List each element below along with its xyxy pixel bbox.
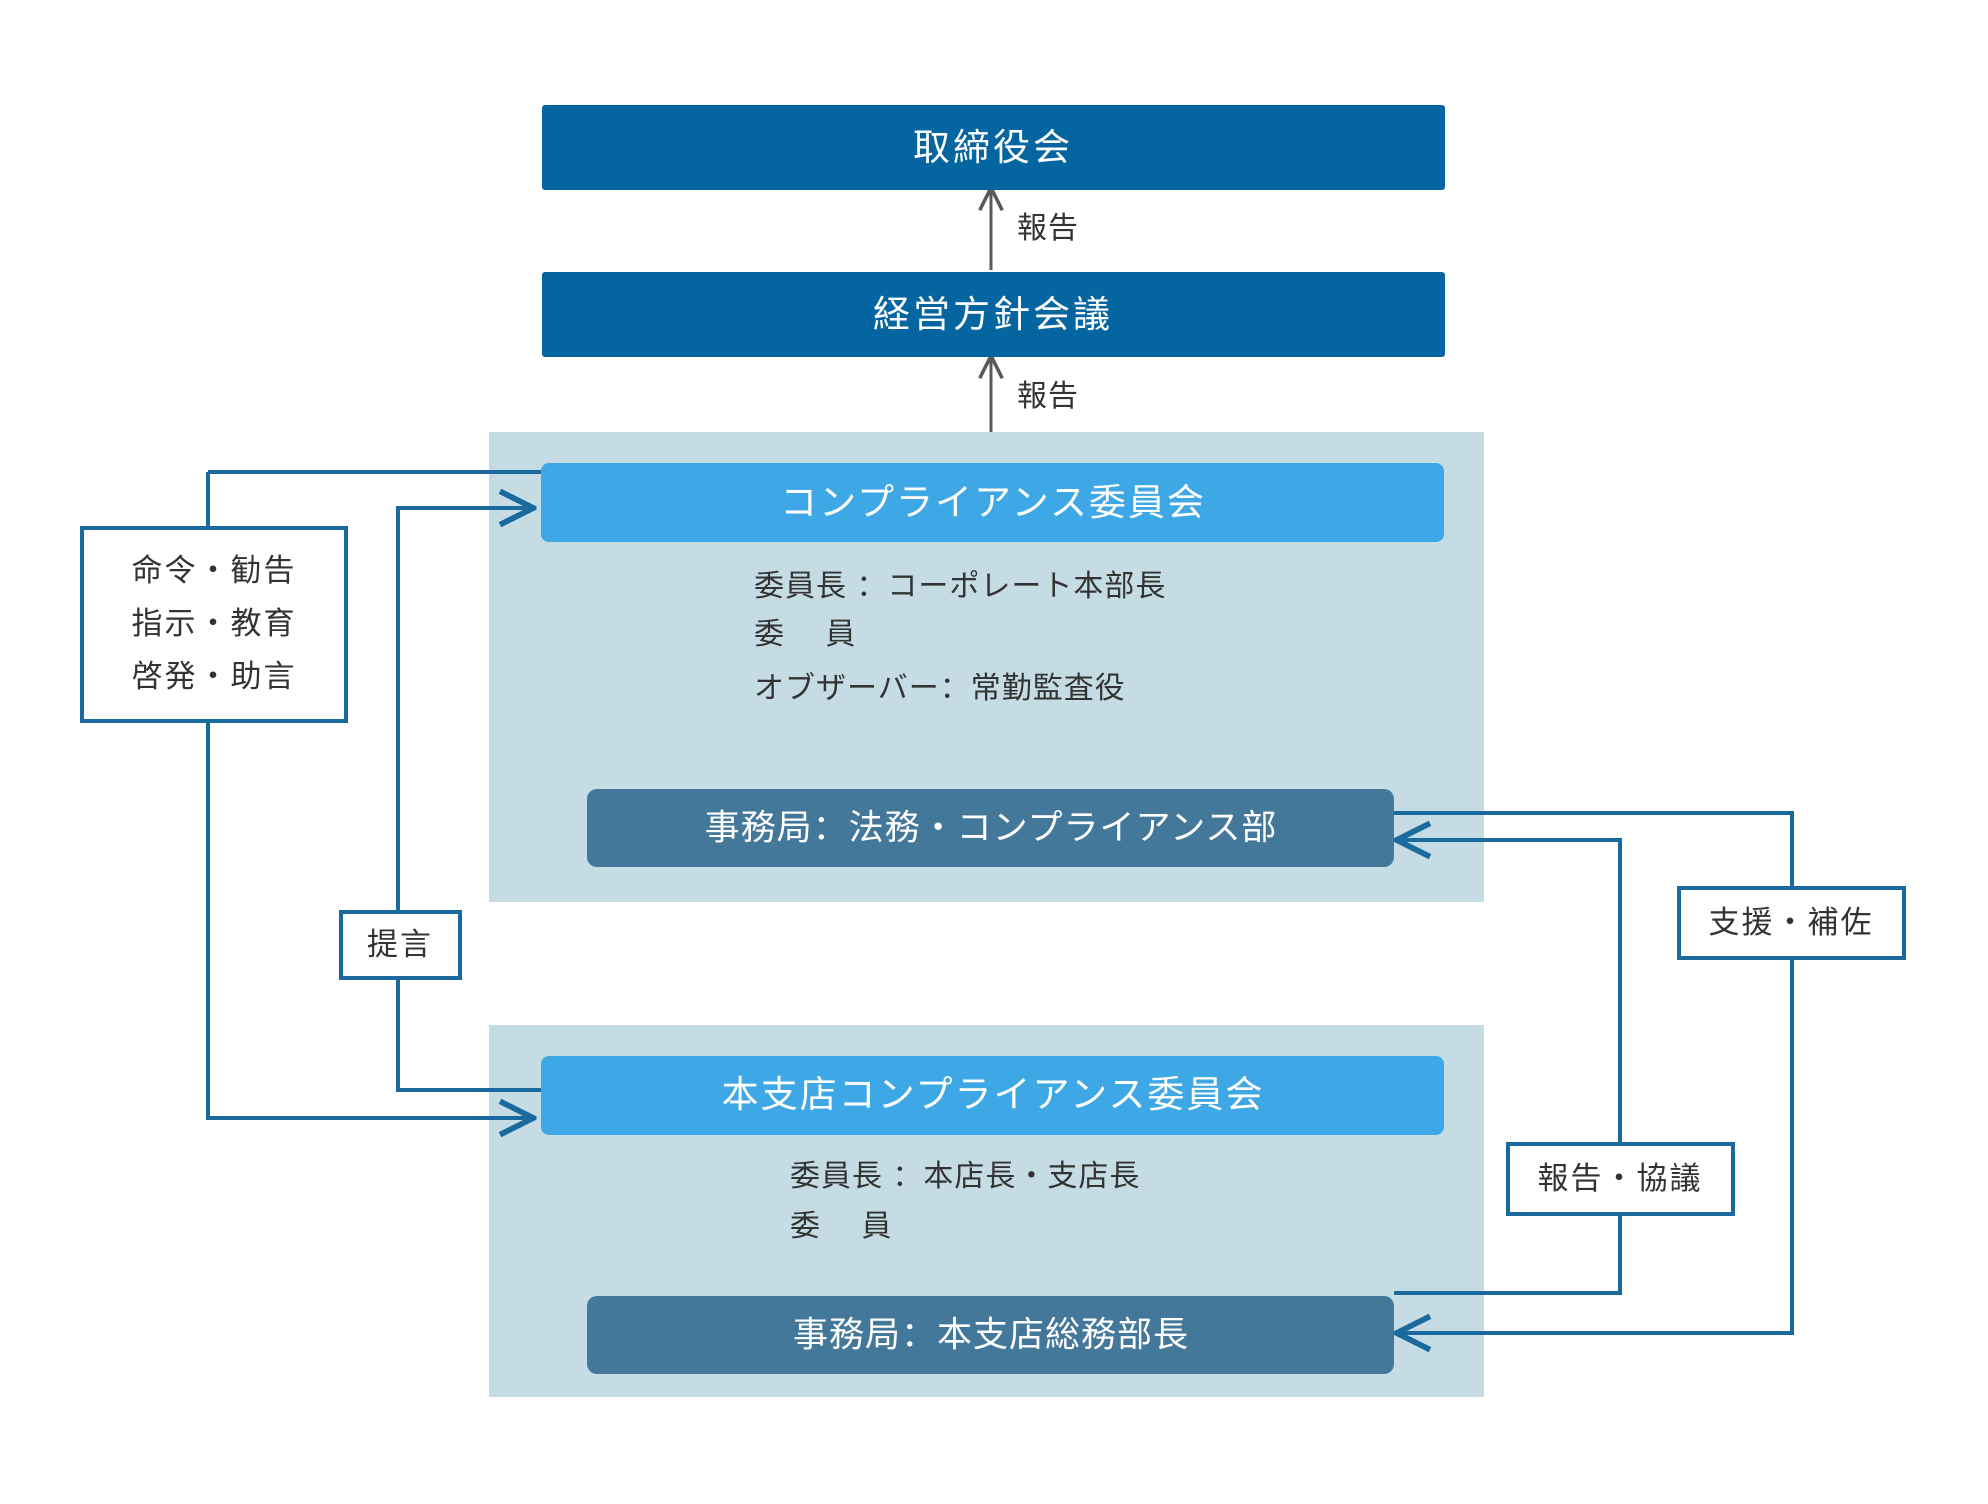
compliance-committee-detail-2: オブザーバー：常勤監査役 xyxy=(754,672,1126,705)
branch-compliance-committee-header-label: 本支店コンプライアンス委員会 xyxy=(722,1074,1265,1115)
node-branch-compliance-committee[interactable]: 本支店コンプライアンス委員会 xyxy=(541,1056,1444,1135)
board-box[interactable] xyxy=(542,105,1445,190)
note-support-box xyxy=(1677,886,1906,960)
connector-proposal-upper xyxy=(396,508,530,912)
note-support-label: 支援・補佐 xyxy=(1709,905,1874,940)
note-order-recommendation-line-2: 啓発・助言 xyxy=(132,659,297,694)
branch-compliance-committee-details: 委員長 ：本店長・支店長 委 員 xyxy=(790,1160,1140,1243)
node-board[interactable]: 取締役会 xyxy=(542,105,1445,190)
board-label: 取締役会 xyxy=(913,127,1073,168)
branch-secretariat-label: 事務局：本支店総務部長 xyxy=(793,1315,1189,1354)
note-order-recommendation-line-1: 指示・教育 xyxy=(132,606,297,641)
branch-compliance-committee-detail-0: 委員長 ：本店長・支店長 xyxy=(790,1160,1140,1193)
management-policy-meeting-box[interactable] xyxy=(542,272,1445,357)
compliance-secretariat-label: 事務局：法務・コンプライアンス部 xyxy=(705,808,1278,847)
note-report-consult: 報告・協議 xyxy=(1506,1142,1735,1216)
compliance-committee-header-label: コンプライアンス委員会 xyxy=(780,482,1206,523)
note-proposal: 提言 xyxy=(339,910,462,980)
connector-report-consult-from-lower xyxy=(1394,1212,1622,1295)
branch-compliance-committee-header-box[interactable] xyxy=(541,1056,1444,1135)
note-order-recommendation: 命令・勧告 指示・教育 啓発・助言 xyxy=(80,526,348,723)
connector-order-trunk-lower xyxy=(206,721,530,1118)
branch-compliance-committee-detail-1: 委 員 xyxy=(790,1210,892,1243)
note-order-recommendation-line-0: 命令・勧告 xyxy=(132,553,297,588)
compliance-committee-details: 委員長 ：コーポレート本部長 委 員 オブザーバー：常勤監査役 xyxy=(754,570,1166,705)
note-report-consult-label: 報告・協議 xyxy=(1538,1161,1703,1196)
node-branch-secretariat[interactable]: 事務局：本支店総務部長 xyxy=(587,1296,1394,1374)
node-management-policy-meeting[interactable]: 経営方針会議 xyxy=(542,272,1445,357)
note-proposal-box xyxy=(339,910,462,980)
connector-support-to-lower-secretariat xyxy=(1400,958,1794,1333)
note-support: 支援・補佐 xyxy=(1677,886,1906,960)
note-report-consult-box xyxy=(1506,1142,1735,1216)
connector-proposal-lower xyxy=(396,978,545,1092)
node-compliance-secretariat[interactable]: 事務局：法務・コンプライアンス部 xyxy=(587,789,1394,867)
note-order-recommendation-box xyxy=(80,526,348,723)
edge-label-report-to-board: 報告 xyxy=(1017,212,1079,245)
connector-report-consult-to-upper xyxy=(1400,840,1622,1144)
management-policy-meeting-label: 経営方針会議 xyxy=(873,294,1113,335)
compliance-committee-detail-0: 委員長 ：コーポレート本部長 xyxy=(754,570,1166,603)
compliance-secretariat-box[interactable] xyxy=(587,789,1394,867)
branch-secretariat-box[interactable] xyxy=(587,1296,1394,1374)
connector-support-from-upper-secretariat xyxy=(1394,811,1794,888)
note-proposal-label: 提言 xyxy=(367,927,433,962)
node-compliance-committee[interactable]: コンプライアンス委員会 xyxy=(541,463,1444,542)
edge-label-report-to-management: 報告 xyxy=(1017,380,1079,413)
compliance-committee-detail-1: 委 員 xyxy=(754,618,856,651)
compliance-committee-header-box[interactable] xyxy=(541,463,1444,542)
